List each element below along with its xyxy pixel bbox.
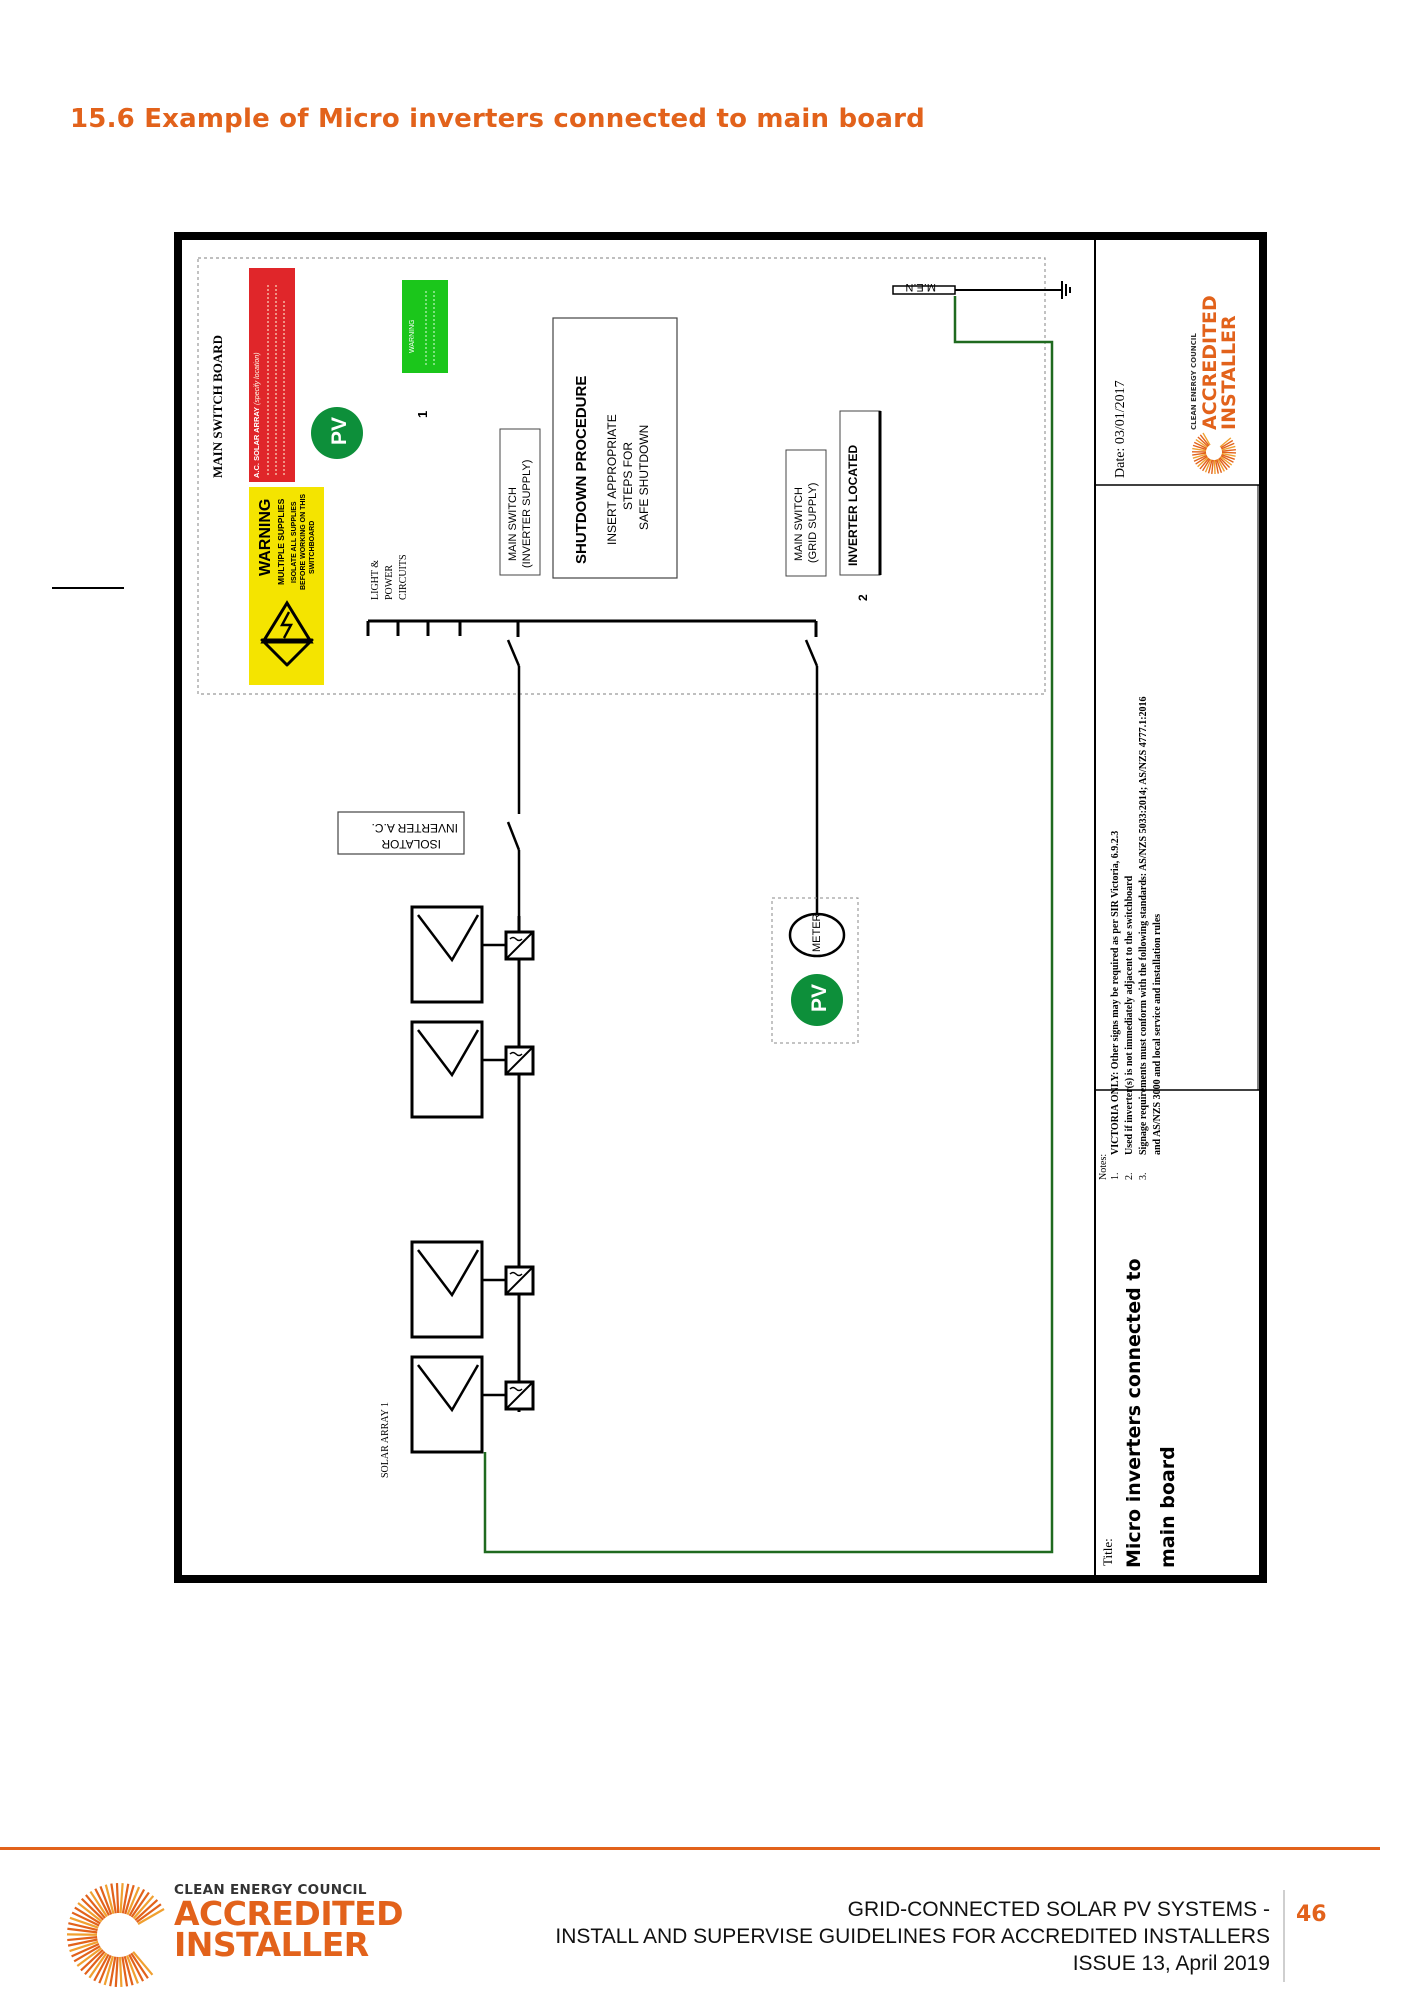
- section-heading: 15.6 Example of Micro inverters connecte…: [70, 104, 925, 134]
- footer-divider: [1283, 1890, 1285, 1982]
- warning-sign-green: WARNING: [402, 280, 448, 373]
- men-earth: M.E.N: [892, 281, 1071, 299]
- green-sign-title: WARNING: [409, 319, 416, 353]
- light-power-line3: CIRCUITS: [398, 554, 409, 600]
- sunburst-icon: [66, 1882, 165, 1987]
- light-power-line2: POWER: [384, 565, 395, 600]
- title-block-logo: CLEAN ENERGY COUNCIL ACCREDITED INSTALLE…: [1190, 295, 1240, 475]
- lightning-icon: [279, 611, 294, 639]
- shutdown-procedure-box: SHUTDOWN PROCEDURE INSERT APPROPRIATE ST…: [552, 317, 678, 579]
- footer-publication: GRID-CONNECTED SOLAR PV SYSTEMS - INSTAL…: [555, 1896, 1270, 1977]
- shutdown-title: SHUTDOWN PROCEDURE: [573, 376, 590, 564]
- main-switch-inverter-symbol: [506, 639, 521, 916]
- main-switchboard-area: [197, 257, 1046, 695]
- meter-symbol: METER: [788, 912, 846, 958]
- isolator-line2: ISOLATOR: [381, 837, 441, 851]
- tb-logo-l2: INSTALLER: [1218, 315, 1240, 430]
- footer-logo-text: CLEAN ENERGY COUNCIL ACCREDITED INSTALLE…: [174, 1882, 404, 1964]
- micro-inverter-unit: [410, 1020, 535, 1119]
- inverter-ac-isolator-label: INVERTER A.C. ISOLATOR: [337, 811, 465, 855]
- isolator-line1: INVERTER A.C.: [372, 821, 458, 835]
- main-switch-inverter-line1: MAIN SWITCH: [507, 487, 519, 561]
- earth-wire-green: [483, 296, 1054, 1554]
- shutdown-line3: SAFE SHUTDOWN: [637, 425, 651, 530]
- red-sign-title: A.C. SOLAR ARRAY: [252, 407, 261, 478]
- tb-logo-small: CLEAN ENERGY COUNCIL: [1190, 333, 1198, 430]
- footer-logo-l2: INSTALLER: [174, 1925, 369, 1964]
- warning-sign-yellow: WARNING MULTIPLE SUPPLIES ISOLATE ALL SU…: [249, 487, 324, 685]
- note-2-num: 2.: [1124, 1173, 1135, 1181]
- main-switch-grid-label: MAIN SWITCH (GRID SUPPLY): [785, 449, 827, 577]
- logo-sunburst-icon: [1191, 432, 1237, 475]
- warning-line3: BEFORE WORKING ON THIS: [300, 494, 307, 590]
- main-switch-grid-line2: (GRID SUPPLY): [807, 483, 819, 563]
- note-3-text-cont: and AS/NZS 3000 and local service and in…: [1152, 914, 1163, 1155]
- footer-rule: [0, 1847, 1380, 1850]
- micro-inverter-panels: [410, 905, 535, 1498]
- notes-label: Notes:: [1098, 1154, 1109, 1180]
- warning-line1: MULTIPLE SUPPLIES: [276, 498, 286, 585]
- tb-logo-l1: ACCREDITED: [1199, 295, 1221, 430]
- note-1-text: VICTORIA ONLY: Other signs may be requir…: [1110, 831, 1121, 1155]
- micro-inverter-unit: [410, 1240, 535, 1339]
- micro-inverter-unit: [410, 1355, 535, 1454]
- busbar: [366, 619, 818, 637]
- meter-area: [771, 897, 859, 1044]
- pv-badge-meter: PV: [791, 974, 843, 1026]
- footer-line3: ISSUE 13, April 2019: [1072, 1952, 1270, 1975]
- footer-line1: GRID-CONNECTED SOLAR PV SYSTEMS -: [847, 1898, 1270, 1921]
- note-1-num: 1.: [1110, 1173, 1121, 1181]
- footer-logo: CLEAN ENERGY COUNCIL ACCREDITED INSTALLE…: [64, 1880, 404, 1990]
- light-power-line1: LIGHT &: [370, 560, 381, 600]
- note-ref-2: 2: [856, 594, 870, 601]
- footer-logo-small: CLEAN ENERGY COUNCIL: [174, 1882, 367, 1898]
- main-switch-grid-symbol: [804, 639, 819, 910]
- note-ref-1: 1: [415, 411, 430, 418]
- note-3-text: Signage requirements must conform with t…: [1138, 696, 1149, 1155]
- shutdown-line1: INSERT APPROPRIATE: [605, 414, 619, 545]
- title-block-title-1: Micro inverters connected to: [1123, 1258, 1145, 1568]
- meter-label: METER: [811, 913, 823, 952]
- board-title: MAIN SWITCH BOARD: [210, 335, 225, 478]
- title-block-label: Title:: [1100, 1538, 1115, 1566]
- page-number: 46: [1296, 1902, 1327, 1927]
- footer-line2: INSTALL AND SUPERVISE GUIDELINES FOR ACC…: [555, 1925, 1270, 1948]
- warning-line4: SWITCHBOARD: [309, 521, 316, 574]
- inverter-located-label: INVERTER LOCATED: [839, 410, 882, 576]
- micro-inverter-unit: [410, 905, 535, 1004]
- solar-array-label: SOLAR ARRAY 1: [380, 1402, 391, 1478]
- main-switch-inverter-line2: (INVERTER SUPPLY): [521, 460, 533, 568]
- date-label: Date: 03/01/2017: [1113, 380, 1128, 478]
- warning-line2: ISOLATE ALL SUPPLIES: [291, 501, 298, 583]
- pv-badge-meter-label: PV: [808, 984, 831, 1012]
- warning-title: WARNING: [257, 499, 274, 576]
- note-3-num: 3.: [1138, 1173, 1149, 1181]
- men-label: M.E.N: [905, 281, 936, 293]
- shutdown-line2: STEPS FOR: [621, 442, 635, 510]
- notes-list: 1. VICTORIA ONLY: Other signs may be req…: [1110, 696, 1163, 1180]
- diagram-frame: [174, 232, 1267, 1583]
- note-2-text: Used if inverter(s) is not immediately a…: [1124, 875, 1135, 1155]
- title-block-title-2: main board: [1157, 1446, 1179, 1568]
- pv-badge-board: PV: [311, 407, 363, 459]
- margin-mark: [52, 587, 124, 589]
- inverter-located-text: INVERTER LOCATED: [846, 445, 860, 566]
- red-sign-subtitle: (specify location): [254, 352, 261, 405]
- warning-sign-red: A.C. SOLAR ARRAY (specify location): [249, 268, 295, 482]
- main-switch-inverter-label: MAIN SWITCH (INVERTER SUPPLY): [499, 428, 541, 576]
- footer-logo-l1: ACCREDITED: [174, 1894, 404, 1933]
- main-switch-grid-line1: MAIN SWITCH: [793, 487, 805, 561]
- pv-badge-label: PV: [328, 417, 351, 445]
